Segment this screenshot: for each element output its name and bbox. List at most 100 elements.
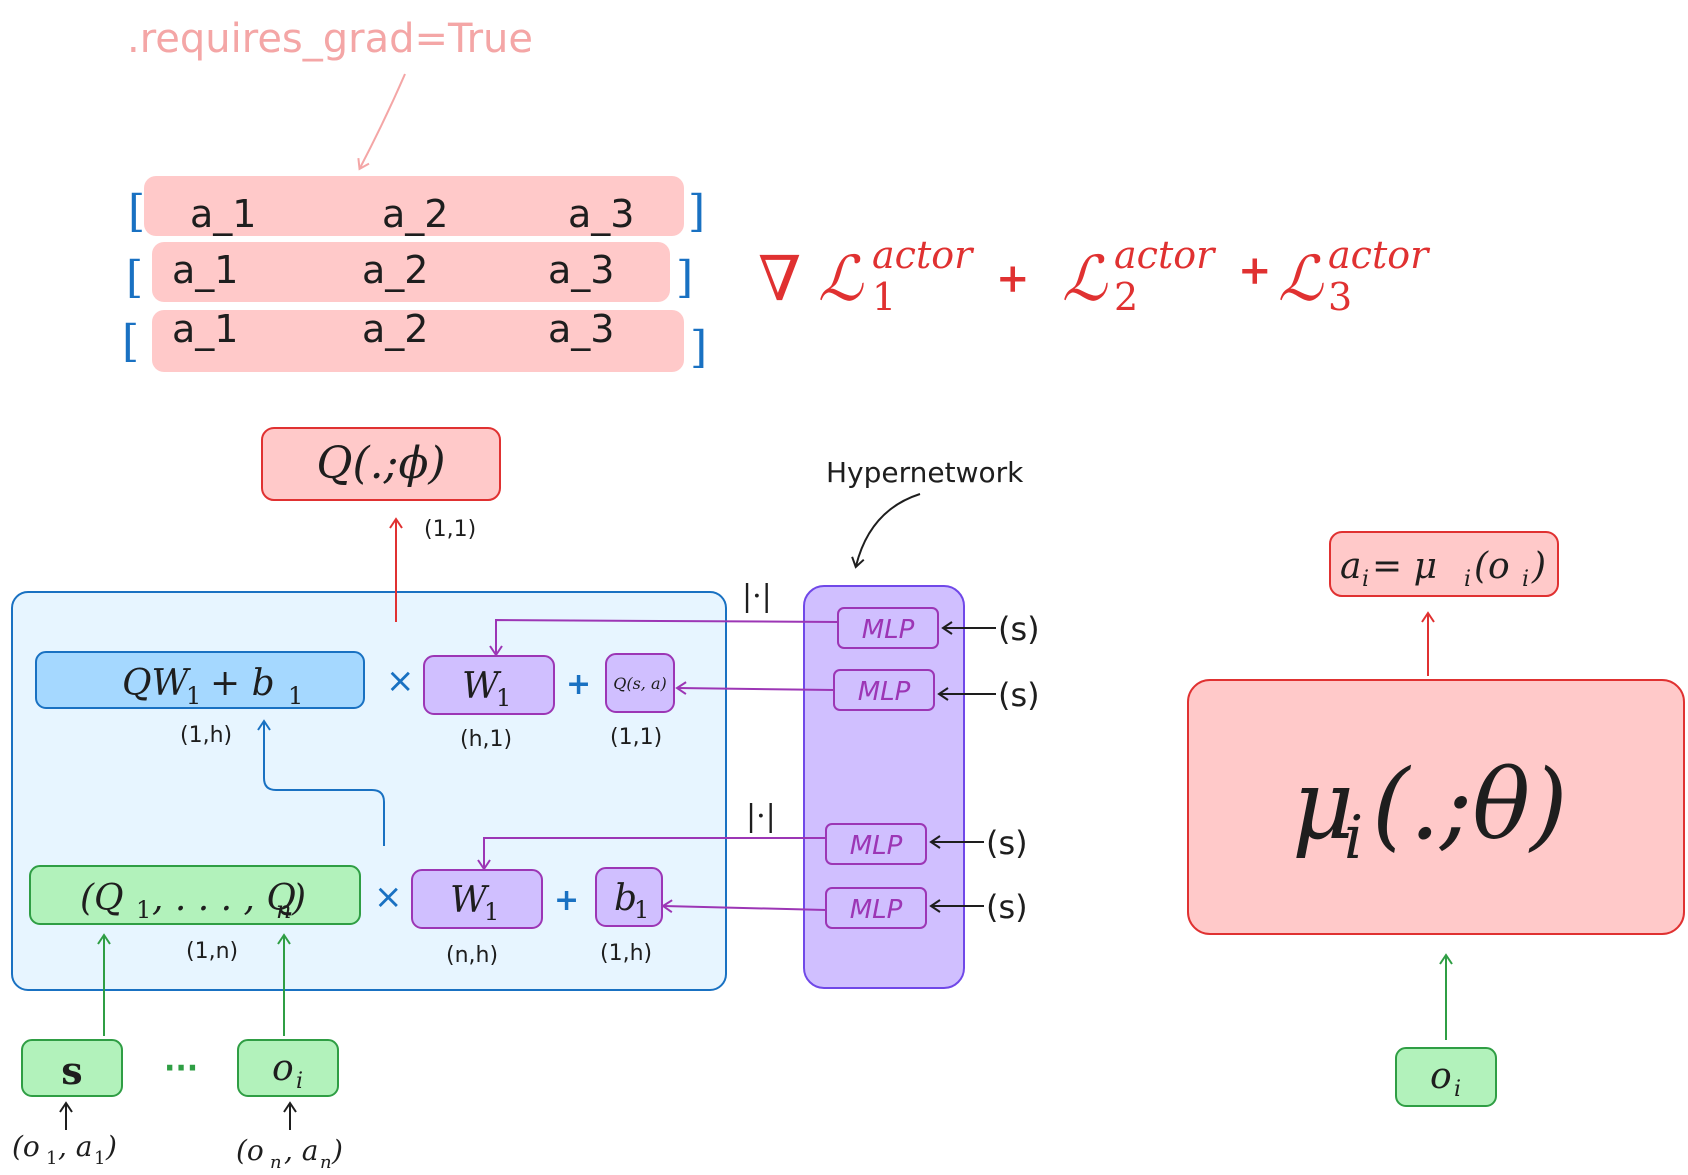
cell-a3-row1: a_3 (568, 192, 634, 236)
actor-network-sub: i (1344, 803, 1363, 873)
obs-sub: i (296, 1069, 303, 1094)
hypernetwork-title-arrow (851, 493, 921, 569)
layer1-to-hidden-arrow (257, 719, 385, 846)
abs-top: |·| (742, 579, 772, 614)
actor-network-mu: μ (1292, 749, 1354, 861)
w1-sub: 1 (484, 898, 499, 926)
cell-a2-row2: a_2 (362, 248, 428, 292)
actor-network-node (1187, 679, 1685, 935)
actor-loss-sum: ∇ ℒ actor 1 + ℒ actor 2 + ℒ actor 3 (758, 233, 1431, 319)
action-matrix: [ ] [ ] [ ] a_1 a_2 a_3 a_1 a_2 a_3 a_1 … (122, 176, 707, 373)
input-last-open: (o (236, 1134, 264, 1167)
bracket-open-1: [ (128, 186, 145, 237)
times-top: × (386, 661, 415, 701)
ellipsis: ··· (164, 1051, 198, 1086)
nabla-symbol: ∇ (758, 242, 801, 315)
mlp-final-weights (837, 607, 939, 649)
agent-qs-close: ) (291, 878, 306, 919)
bracket-open-2: [ (126, 252, 143, 303)
hidden-layer-b-sub: 1 (288, 682, 303, 710)
state-input-4: (s) (986, 888, 1028, 926)
cell-a3-row3: a_3 (548, 307, 614, 351)
mlp-final-weights-label: MLP (862, 615, 915, 645)
q-bias-node (605, 653, 675, 713)
agent-qs-node (29, 865, 361, 925)
q-bias-label: Q(s, a) (613, 674, 667, 693)
agent-qs-open: (Q (80, 878, 124, 919)
requires-grad-arrow (357, 73, 406, 171)
state-node (21, 1039, 123, 1097)
action-output-mu-sub: i (1464, 567, 1471, 592)
mlp-to-w-final-arrow (489, 618, 839, 657)
mlp-first-weights (825, 823, 927, 865)
w-final-node (423, 655, 555, 715)
input-last-mid: , a (284, 1134, 319, 1167)
action-output-a: a (1340, 546, 1361, 587)
input-last-sub: n (270, 1152, 282, 1173)
state-label: s (61, 1048, 82, 1093)
b1-dim: (1,h) (600, 941, 652, 966)
action-row-2 (152, 242, 670, 302)
actor-obs-node (1395, 1047, 1497, 1107)
abs-bottom: |·| (746, 799, 776, 834)
hidden-layer-plus-b: + b (210, 663, 275, 704)
agent-qs-dim: (1,n) (186, 939, 238, 964)
state-input-3: (s) (986, 824, 1028, 862)
actor-obs-label: o (1430, 1056, 1452, 1097)
plus-top: + (566, 667, 591, 702)
mlp-to-w1-arrow (477, 837, 826, 871)
input-first-sub: 1 (46, 1148, 57, 1169)
cell-a3-row2: a_3 (548, 248, 614, 292)
loss-1: ℒ (818, 242, 864, 315)
loss-3: ℒ (1278, 242, 1324, 315)
agent-qs-subn: n (276, 896, 291, 924)
bracket-close-1: ] (688, 186, 705, 237)
b1-sub: 1 (634, 896, 649, 924)
action-output-arg: (o (1474, 546, 1510, 587)
mlp-final-bias-label: MLP (858, 677, 911, 707)
hidden-layer-qw: QW (122, 663, 192, 704)
hidden-layer-node (35, 651, 365, 709)
agent-qs-sub1: 1 (136, 896, 151, 924)
mlp-to-q-bias-arrow (675, 681, 835, 695)
actor-obs-sub: i (1454, 1077, 1461, 1102)
mlp-first-bias (825, 887, 927, 929)
bracket-close-3: ] (690, 322, 707, 373)
mlp-first-bias-label: MLP (850, 895, 903, 925)
action-row-1 (144, 176, 684, 236)
bracket-open-3: [ (122, 316, 139, 367)
hypernetwork-title: Hypernetwork (826, 456, 1024, 489)
w-final-sub: 1 (496, 684, 511, 712)
plus-1: + (996, 255, 1030, 302)
agent-qs-middle: , . . . , Q (152, 878, 296, 919)
state-input-2: (s) (998, 676, 1040, 714)
requires-grad-label: .requires_grad=True (127, 16, 533, 62)
cell-a1-row1: a_1 (190, 192, 256, 236)
loss-2-subscript: 2 (1114, 275, 1138, 319)
obs-label: o (272, 1048, 294, 1089)
loss-2: ℒ (1062, 242, 1108, 315)
b1-label: b (614, 878, 637, 919)
loss-2-superscript: actor (1114, 233, 1217, 277)
times-bottom: × (374, 877, 403, 917)
q-bias-dim: (1,1) (610, 725, 662, 750)
state-input-1: (s) (998, 610, 1040, 648)
plus-2: + (1238, 247, 1272, 294)
loss-3-subscript: 3 (1328, 275, 1352, 319)
loss-1-subscript: 1 (872, 275, 896, 319)
input-first-close: ) (105, 1130, 117, 1163)
w1-node (411, 869, 543, 929)
action-output-close: ) (1531, 546, 1546, 587)
q-total-dim: (1,1) (424, 517, 476, 542)
input-first-mid: , a (58, 1130, 93, 1163)
loss-3-superscript: actor (1328, 233, 1431, 277)
input-first-open: (o (12, 1130, 40, 1163)
hidden-layer-dim: (1,h) (180, 723, 232, 748)
plus-bottom: + (554, 883, 579, 918)
hidden-layer-w-sub: 1 (186, 682, 201, 710)
cell-a1-row2: a_1 (172, 248, 238, 292)
w1-label: W (450, 880, 490, 921)
action-output-eq: = μ (1372, 546, 1437, 587)
cell-a2-row1: a_2 (382, 192, 448, 236)
cell-a2-row3: a_2 (362, 307, 428, 351)
